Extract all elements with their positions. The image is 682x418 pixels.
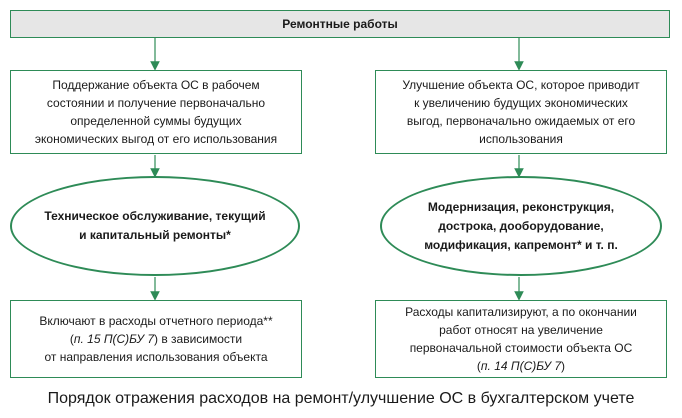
- left-result-box: Включают в расходы отчетного периода** (…: [10, 300, 302, 378]
- right-oval-line: Модернизация, реконструкция,: [427, 199, 615, 214]
- left-result-suffix: в зависимости: [158, 332, 243, 346]
- left-desc-line: Поддержание объекта ОС в рабочем: [52, 78, 260, 92]
- right-result-line: (п. 14 П(С)БУ 7): [476, 359, 566, 373]
- right-result-line: работ относят на увеличение: [439, 323, 603, 337]
- left-desc-line: определенной суммы будущих: [70, 114, 242, 128]
- left-description-box: Поддержание объекта ОС в рабочем состоян…: [10, 70, 302, 154]
- right-oval-line: модификация, капремонт* и т. п.: [424, 237, 618, 252]
- figure-caption: Порядок отражения расходов на ремонт/улу…: [47, 390, 635, 407]
- left-result-line: Включают в расходы отчетного периода**: [39, 314, 273, 328]
- left-desc-line: экономических выгод от его использования: [34, 132, 278, 146]
- left-result-line: от направления использования объекта: [44, 350, 268, 364]
- right-result-box: Расходы капитализируют, а по окончании р…: [375, 300, 667, 378]
- right-description-box: Улучшение объекта ОС, которое приводит к…: [375, 70, 667, 154]
- left-result-line: (п. 15 П(С)БУ 7) в зависимости: [69, 332, 243, 346]
- right-oval: Модернизация, реконструкция, дострока, д…: [380, 176, 662, 276]
- right-desc-line: Улучшение объекта ОС, которое приводит: [402, 78, 640, 92]
- right-desc-line: к увеличению будущих экономических: [414, 96, 628, 110]
- header-box: Ремонтные работы: [10, 10, 670, 38]
- right-desc-line: использования: [479, 132, 563, 146]
- right-desc-line: выгод, первоначально ожидаемых от его: [406, 114, 636, 128]
- left-oval-line: и капитальный ремонты*: [79, 228, 231, 242]
- left-desc-line: состоянии и получение первоначально: [46, 96, 266, 110]
- header-title: Ремонтные работы: [282, 17, 398, 31]
- left-oval-line: Техническое обслуживание, текущий: [44, 209, 266, 223]
- right-result-line: Расходы капитализируют, а по окончании: [405, 305, 637, 319]
- left-result-reference: п. 15 П(С)БУ 7: [73, 332, 154, 346]
- left-oval: Техническое обслуживание, текущий и капи…: [10, 176, 300, 276]
- right-result-line: первоначальной стоимости объекта ОС: [409, 341, 633, 355]
- right-result-reference: п. 14 П(С)БУ 7: [480, 359, 562, 373]
- right-oval-line: дострока, дооборудование,: [438, 218, 604, 233]
